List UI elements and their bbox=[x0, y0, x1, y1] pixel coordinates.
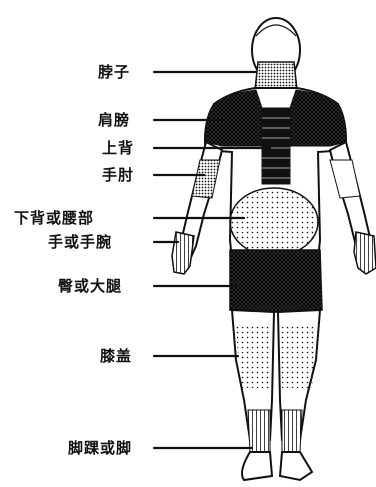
right-knee-region bbox=[280, 326, 316, 388]
left-knee-region bbox=[236, 326, 270, 388]
right-hand-region bbox=[354, 232, 376, 274]
left-elbow-region bbox=[192, 160, 220, 198]
neck-region bbox=[255, 62, 297, 90]
label-hip-thigh: 臀或大腿 bbox=[58, 277, 122, 295]
label-lower-back: 下背或腰部 bbox=[14, 209, 94, 227]
label-upper-back: 上背 bbox=[102, 139, 134, 157]
label-knee: 膝盖 bbox=[100, 347, 132, 365]
left-ankle-region bbox=[248, 410, 270, 452]
left-shoulder-region bbox=[206, 90, 262, 146]
hip-thigh-region bbox=[230, 250, 322, 312]
right-elbow-region bbox=[330, 160, 360, 198]
upper-back-region bbox=[262, 108, 290, 184]
left-arm bbox=[172, 142, 222, 274]
lower-back-region bbox=[230, 188, 318, 256]
legs bbox=[232, 310, 320, 480]
label-elbow: 手肘 bbox=[102, 166, 134, 184]
label-neck: 脖子 bbox=[98, 63, 130, 81]
right-shoulder-region bbox=[290, 90, 346, 146]
label-shoulder: 肩膀 bbox=[98, 111, 130, 129]
right-arm bbox=[330, 142, 376, 274]
left-hand-region bbox=[172, 232, 194, 274]
label-hand-wrist: 手或手腕 bbox=[48, 233, 112, 251]
left-foot bbox=[242, 452, 272, 480]
label-ankle-foot: 脚踝或脚 bbox=[68, 439, 132, 457]
right-foot bbox=[280, 452, 312, 480]
right-ankle-region bbox=[282, 410, 302, 452]
